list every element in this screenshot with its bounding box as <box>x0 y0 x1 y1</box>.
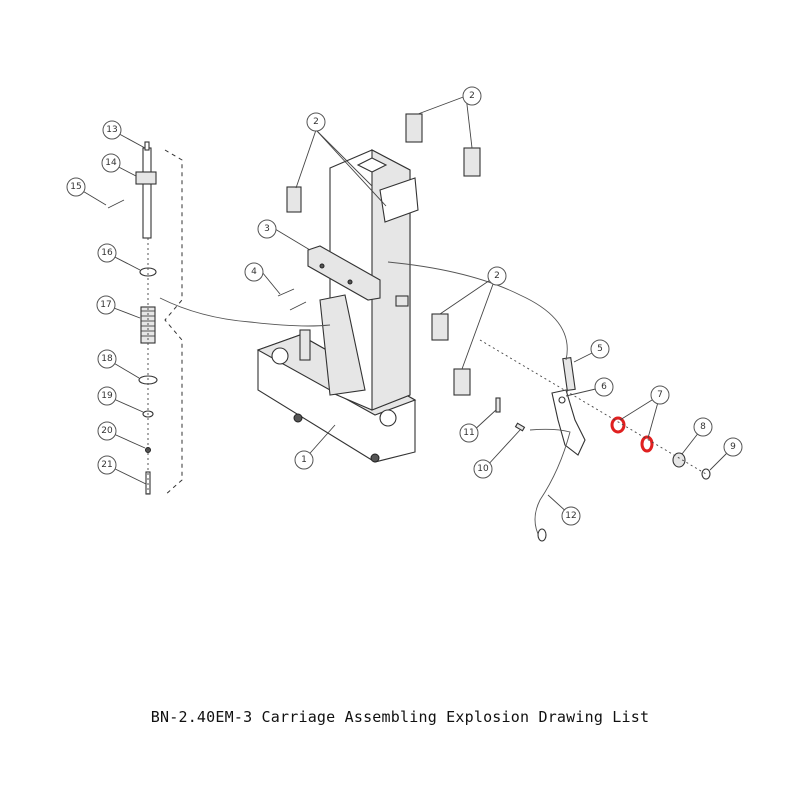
callout-10-label: 10 <box>477 464 489 474</box>
callout-5: 5 <box>590 339 610 359</box>
callout-13-label: 13 <box>106 125 117 135</box>
callout-8: 8 <box>693 417 713 437</box>
callout-15: 15 <box>66 177 86 197</box>
drawing-caption: BN-2.40EM-3 Carriage Assembling Explosio… <box>150 708 650 726</box>
callout-20-label: 20 <box>101 426 113 436</box>
callout-3-label: 3 <box>264 224 270 234</box>
callout-6: 6 <box>594 377 614 397</box>
highlight-ring <box>640 435 654 453</box>
callout-1-label: 1 <box>301 455 307 465</box>
callout-20: 20 <box>97 421 117 441</box>
callout-6-label: 6 <box>601 382 607 392</box>
callout-14: 14 <box>101 153 121 173</box>
callout-2-label: 2 <box>313 117 319 127</box>
callout-7: 7 <box>650 385 670 405</box>
callout-8-label: 8 <box>700 422 706 432</box>
callout-21: 21 <box>97 455 117 475</box>
callout-1: 1 <box>294 450 314 470</box>
callout-16-label: 16 <box>101 248 113 258</box>
carriage-frame <box>256 113 481 463</box>
callout-3: 3 <box>257 219 277 239</box>
callout-7-label: 7 <box>657 390 663 400</box>
callout-12: 12 <box>561 506 581 526</box>
callout-11-label: 11 <box>463 428 474 438</box>
callout-17-label: 17 <box>100 300 111 310</box>
callout-15-label: 15 <box>70 182 81 192</box>
callout-9-label: 9 <box>730 442 736 452</box>
callout-2-label: 2 <box>494 271 500 281</box>
callout-12-label: 12 <box>565 511 576 521</box>
pin-assembly <box>107 141 183 496</box>
callout-2: 2 <box>462 86 482 106</box>
callouts: 1 2 2 2 3 4 5 6 7 8 9 10 11 12 13 14 15 … <box>66 86 743 526</box>
callout-14-label: 14 <box>105 158 117 168</box>
callout-9: 9 <box>723 437 743 457</box>
lock-mechanism <box>159 261 711 542</box>
callout-16: 16 <box>97 243 117 263</box>
callout-4: 4 <box>244 262 264 282</box>
callout-21-label: 21 <box>101 460 112 470</box>
callout-4-label: 4 <box>251 267 257 277</box>
callout-5-label: 5 <box>597 344 603 354</box>
callout-17: 17 <box>96 295 116 315</box>
callout-13: 13 <box>102 120 122 140</box>
callout-10: 10 <box>473 459 493 479</box>
callout-2-label: 2 <box>469 91 475 101</box>
callout-2: 2 <box>487 266 507 286</box>
callout-19-label: 19 <box>101 391 113 401</box>
callout-19: 19 <box>97 386 117 406</box>
callout-2: 2 <box>306 112 326 132</box>
callout-11: 11 <box>459 423 479 443</box>
callout-18-label: 18 <box>101 354 113 364</box>
highlight-ring <box>610 416 626 434</box>
callout-18: 18 <box>97 349 117 369</box>
